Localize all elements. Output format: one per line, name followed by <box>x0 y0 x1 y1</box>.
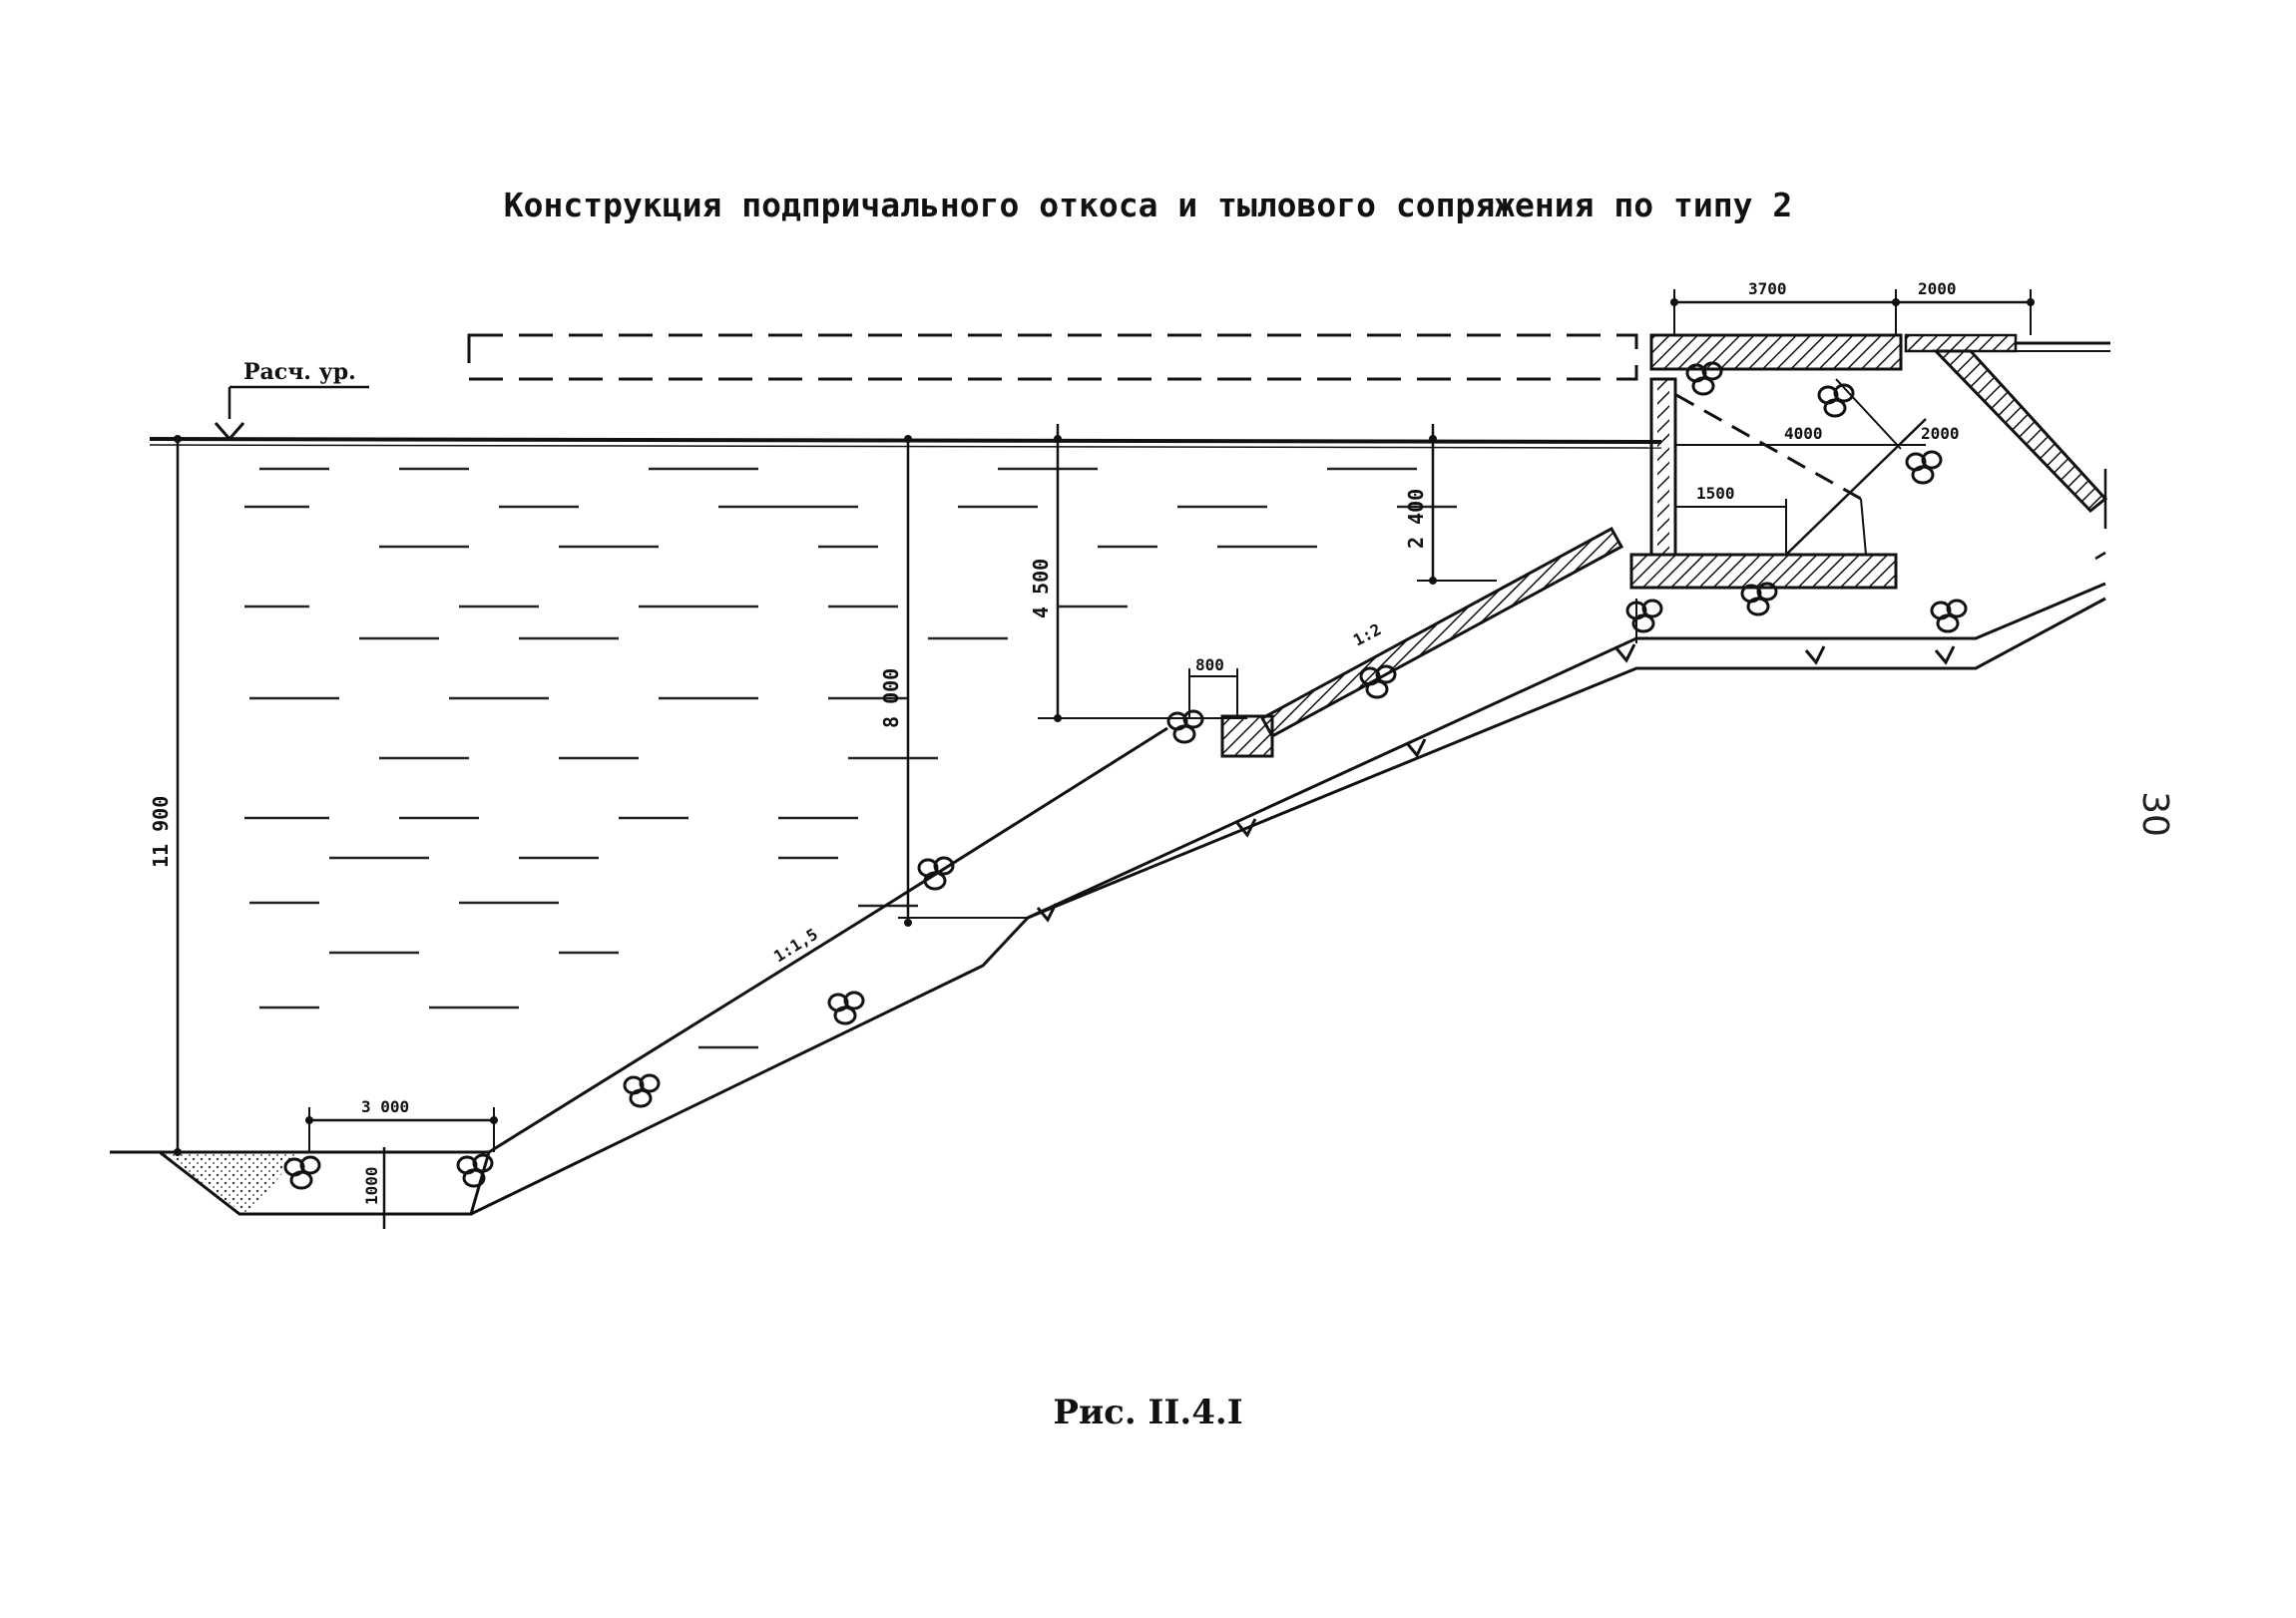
dim-2400: 2 400 <box>1404 424 1497 585</box>
bottom-slab <box>1629 553 1898 590</box>
dim-toe-thickness-label: 1000 <box>362 1166 381 1205</box>
dim-toe-width-label: 3 000 <box>361 1097 409 1116</box>
drawing-title: Конструкция подпричального откоса и тыло… <box>503 186 1793 224</box>
dim-1500: 1500 <box>1676 484 1787 555</box>
filter-layer-line <box>1027 582 2106 920</box>
dim-8000-label: 8 000 <box>879 668 903 728</box>
toe-sand-fill <box>160 1152 299 1214</box>
deck-outline <box>467 333 1638 381</box>
water-hatching <box>244 467 1457 1049</box>
dim-berm-width-label: 800 <box>1195 655 1224 674</box>
dim-offset-2000: 2000 <box>1676 424 1960 446</box>
dim-total-height-label: 11 900 <box>149 796 173 868</box>
dim-total-height: 11 900 <box>149 435 182 1156</box>
dim-berm-width: 800 <box>1188 655 1238 718</box>
dim-toe-width: 3 000 <box>305 1097 498 1152</box>
dim-4500-label: 4 500 <box>1029 559 1053 618</box>
dim-strut-4000-label: 4000 <box>1784 424 1823 443</box>
dim-4500: 4 500 <box>1029 424 1247 722</box>
top-slab-right <box>1904 333 2018 353</box>
filter-marks <box>1036 643 1956 923</box>
figure-caption: Рис. II.4.I <box>1053 1393 1243 1432</box>
dim-slab-2000: 2000 <box>1896 279 2035 335</box>
page-number: 30 <box>2134 791 2175 837</box>
slope-surface <box>488 726 1168 1154</box>
water-level-label: Расч. ур. <box>243 359 356 385</box>
dim-2400-label: 2 400 <box>1404 489 1428 549</box>
dim-slab-3700: 3700 <box>1670 279 1900 335</box>
dim-8000: 8 000 <box>879 435 912 927</box>
diagonal-slab <box>1932 349 2108 514</box>
water-level-marker: Расч. ур. <box>214 359 369 442</box>
dim-offset-2000-label: 2000 <box>1921 424 1960 443</box>
dim-slab-3700-label: 3700 <box>1748 279 1787 298</box>
top-slab <box>1649 333 1903 371</box>
dim-1500-label: 1500 <box>1696 484 1735 503</box>
tie-rod <box>1785 418 1927 556</box>
upper-slope-lining <box>1259 526 1624 739</box>
slope-base <box>470 597 2106 1216</box>
dim-toe-thickness: 1000 <box>362 1147 386 1229</box>
strut-dashed <box>1675 393 1862 501</box>
slope-upper-label: 1:2 <box>1350 619 1384 649</box>
dim-slab-2000-label: 2000 <box>1918 279 1957 298</box>
